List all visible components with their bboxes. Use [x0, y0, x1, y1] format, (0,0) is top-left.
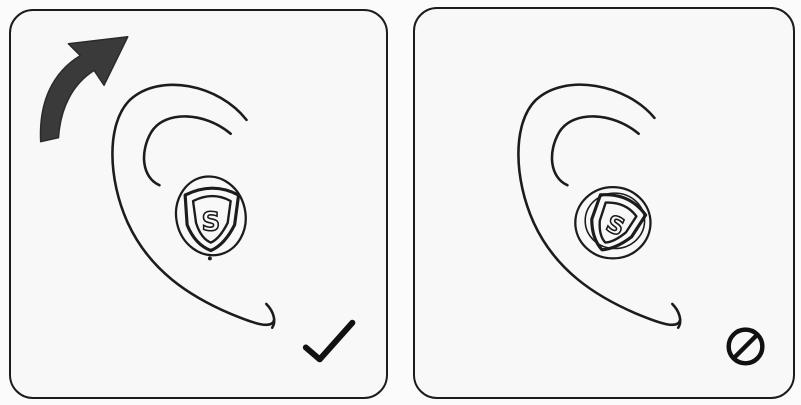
- panel-correct-fit: S: [9, 9, 388, 399]
- earbud-logo-letter: S: [602, 209, 629, 242]
- prohibited-icon: [729, 330, 763, 364]
- panel-incorrect-fit-artwork: S: [415, 9, 793, 397]
- earbud-logo-letter: S: [202, 208, 221, 238]
- panel-incorrect-fit: S: [413, 7, 795, 399]
- checkmark-icon: [306, 323, 353, 360]
- ear-outline: [518, 85, 680, 328]
- panel-correct-fit-artwork: S: [11, 11, 386, 397]
